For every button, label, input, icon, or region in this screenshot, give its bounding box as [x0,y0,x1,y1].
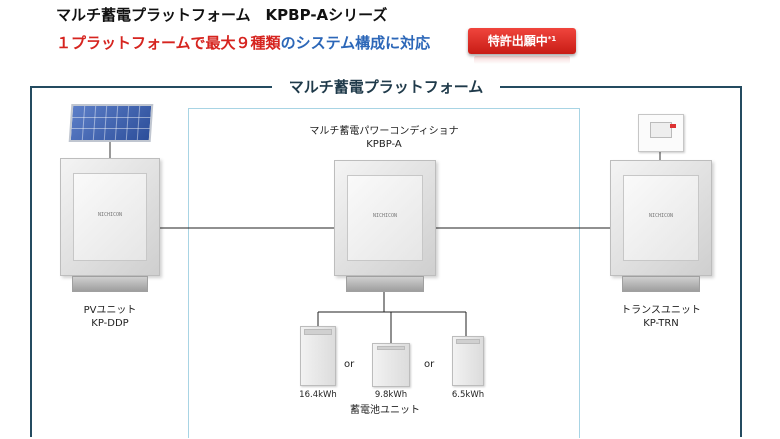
page-subtitle: １プラットフォームで最大９種類のシステム構成に対応 [56,32,430,53]
patent-pending-badge: 特許出願中*1 [468,28,576,54]
platform-label: マルチ蓄電プラットフォーム [272,74,500,99]
pv-unit-badge: NICHICON [97,212,123,219]
subtitle-highlight: １プラットフォームで最大９種類 [56,34,281,52]
power-conditioner-name: マルチ蓄電パワーコンディショナ [309,126,459,137]
pv-unit-base [72,276,148,292]
power-conditioner-base [346,276,424,292]
power-conditioner-area [188,108,580,438]
or-separator-1: or [344,359,355,370]
battery-capacity-large: 16.4kWh [299,390,337,400]
transformer-unit-device: NICHICON [610,160,712,276]
patent-note: *1 [547,35,557,43]
power-conditioner-label: マルチ蓄電パワーコンディショナ KPBP-A [300,125,468,151]
power-conditioner-model: KPBP-A [366,139,402,150]
battery-unit-large [300,326,336,386]
subtitle-rest: のシステム構成に対応 [280,34,431,52]
battery-capacity-medium: 9.8kWh [374,390,408,400]
patent-label: 特許出願中 [487,34,548,48]
battery-capacity-small: 6.5kWh [451,390,485,400]
pv-unit-model: KP-DDP [91,318,129,329]
page-title: マルチ蓄電プラットフォーム KPBP-Aシリーズ [56,6,388,24]
pv-unit-label: PVユニット KP-DDP [60,304,160,330]
transformer-unit-label: トランスユニット KP-TRN [610,304,712,330]
battery-group-label: 蓄電池ユニット [350,405,420,416]
battery-unit-small [452,336,484,386]
power-conditioner-badge: NICHICON [372,213,398,220]
patent-badge-reflection [474,56,570,64]
power-conditioner-device: NICHICON [334,160,436,276]
transformer-unit-badge: NICHICON [648,213,674,220]
distribution-board-icon [638,114,684,152]
transformer-unit-base [622,276,700,292]
transformer-unit-model: KP-TRN [643,318,679,329]
pv-unit-device: NICHICON [60,158,160,276]
transformer-unit-name: トランスユニット [621,305,701,316]
pv-unit-name: PVユニット [83,305,137,316]
or-separator-2: or [424,359,435,370]
solar-panel-icon [68,104,154,142]
battery-unit-medium [372,343,410,387]
